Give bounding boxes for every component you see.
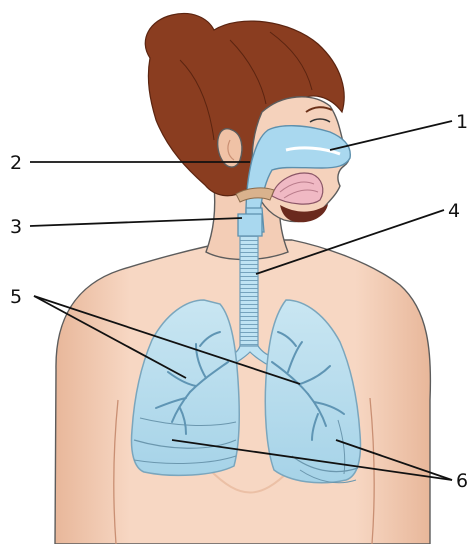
label-6: 6 [456, 470, 468, 492]
label-5: 5 [10, 286, 22, 308]
leader-line-3 [30, 218, 242, 226]
label-2: 2 [10, 152, 22, 174]
label-3: 3 [10, 216, 22, 238]
label-1: 1 [456, 111, 468, 133]
label-4: 4 [448, 200, 460, 222]
trachea [240, 236, 258, 346]
leader-line-1 [330, 121, 452, 150]
